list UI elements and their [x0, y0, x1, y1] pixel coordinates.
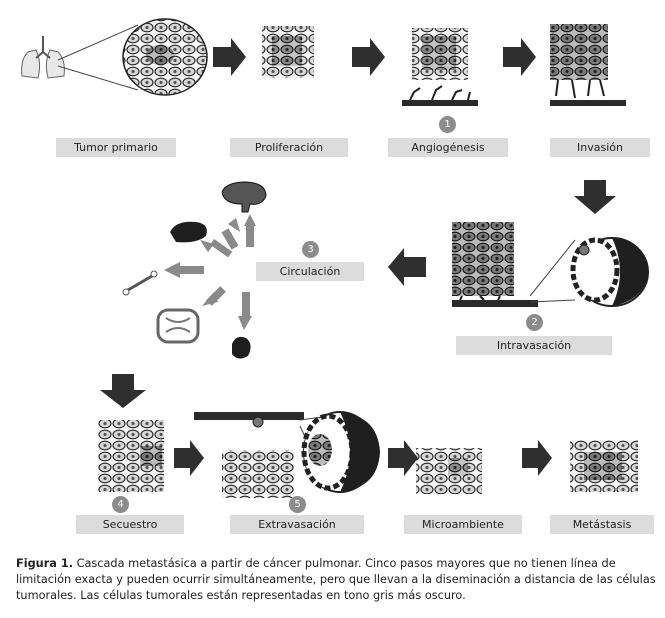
intestine-icon [158, 310, 198, 342]
angiogenesis-illustration [402, 28, 478, 106]
caption-text: Cascada metastásica a partir de cáncer p… [16, 557, 656, 602]
arrow-right-4 [174, 440, 204, 476]
label-angiogenesis: Angiogénesis [388, 138, 508, 157]
liver-icon [170, 222, 207, 243]
arrow-right-3 [503, 38, 536, 76]
arrow-right-5 [388, 440, 418, 476]
arrow-down-2 [100, 374, 146, 408]
proliferating-tumor-cells [272, 36, 302, 66]
sequestration-illustration [98, 420, 164, 492]
label-metastasis: Metástasis [550, 515, 654, 534]
arrow-left-1 [388, 248, 426, 286]
label-intravasacion: Intravasación [456, 336, 612, 355]
invasion-illustration [550, 24, 626, 106]
caption-label: Figura 1. [16, 557, 73, 570]
bone-icon [123, 271, 157, 295]
intravasation-illustration [452, 222, 648, 307]
arrow-down-1 [574, 180, 616, 214]
label-tumor-primario: Tumor primario [56, 138, 176, 157]
arrow-right-2 [352, 38, 385, 76]
label-secuestro: Secuestro [76, 515, 184, 534]
step-number-2: 2 [526, 314, 543, 331]
step-number-4: 4 [112, 496, 129, 513]
lungs-icon [22, 36, 65, 78]
kidney-icon [232, 337, 251, 359]
microenvironment-illustration [416, 448, 482, 494]
tumor-cell-cluster [146, 45, 174, 65]
extravasation-illustration [194, 412, 380, 498]
arrow-right-6 [522, 440, 552, 476]
flow-arrows [100, 38, 616, 476]
brain-icon [222, 182, 266, 212]
step-number-3: 3 [302, 241, 319, 258]
step-number-5: 5 [289, 496, 306, 513]
label-invasion: Invasión [550, 138, 650, 157]
arrow-right-1 [213, 38, 246, 76]
label-circulacion: Circulación [256, 262, 364, 281]
label-microambiente: Microambiente [404, 515, 522, 534]
step-number-1: 1 [439, 116, 456, 133]
figure-caption: Figura 1. Cascada metastásica a partir d… [16, 556, 656, 604]
metastasis-illustration [570, 440, 638, 492]
label-extravasacion: Extravasación [230, 515, 364, 534]
label-proliferacion: Proliferación [230, 138, 348, 157]
